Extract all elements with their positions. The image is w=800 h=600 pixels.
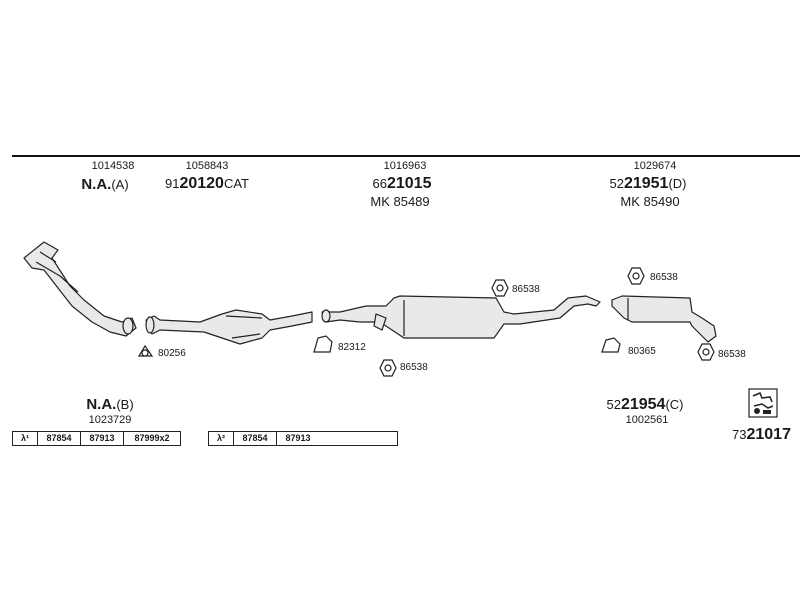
h3-part: 6621015 <box>373 175 432 193</box>
h4-part: 5221951(D) <box>609 175 686 193</box>
b2-ref: 1002561 <box>625 414 669 426</box>
label-80256: 80256 <box>158 348 186 359</box>
code-prefix: 73 <box>732 427 747 442</box>
h3-prefix: 66 <box>372 176 387 191</box>
b1-main: N.A. <box>86 396 117 413</box>
ref-table-1-cell: 87913 <box>81 432 124 445</box>
clamp-82312-icon <box>313 335 333 353</box>
b2-suffix: (C) <box>665 397 684 412</box>
label-80365: 80365 <box>628 346 656 357</box>
label-86538c: 86538 <box>650 272 678 283</box>
top-divider <box>12 155 800 157</box>
h4-ref: 1029674 <box>633 160 677 172</box>
h2-suffix: CAT <box>223 176 250 191</box>
h1-main: N.A. <box>81 176 112 193</box>
label-86538a: 86538 <box>512 284 540 295</box>
h3-ref: 1016963 <box>383 160 427 172</box>
mounting-parts <box>137 267 715 377</box>
h4-suffix: (D) <box>668 176 687 191</box>
clamp-80365-icon <box>601 337 621 353</box>
h4-main: 21951 <box>623 175 669 192</box>
catalytic-converter <box>145 309 313 345</box>
b1-suffix: (B) <box>116 397 134 412</box>
h2-ref: 1058843 <box>185 160 229 172</box>
label-86538b: 86538 <box>400 362 428 373</box>
b1-ref: 1023729 <box>88 414 132 426</box>
h4-prefix: 52 <box>609 176 624 191</box>
h1-suffix: (A) <box>111 177 129 192</box>
label-82312: 82312 <box>338 342 366 353</box>
gasket-80256-hole <box>141 349 149 357</box>
h1-ref: 1014538 <box>91 160 135 172</box>
ref-table-2-lambda: λ² <box>209 432 234 445</box>
rubber-mount-86538d-icon <box>697 343 715 361</box>
ref-table-2-cell: 87854 <box>234 432 277 445</box>
b2-prefix: 52 <box>606 397 621 412</box>
h2-part: 9120120CAT <box>165 175 249 193</box>
exhaust-system-logo-icon <box>748 388 778 418</box>
rear-silencer <box>611 295 717 343</box>
label-86538d: 86538 <box>718 349 746 360</box>
h4-sub: MK 85490 <box>620 194 680 209</box>
ref-table-1: λ¹ 87854 87913 87999x2 <box>12 431 181 446</box>
h3-main: 21015 <box>386 175 432 192</box>
h2-prefix: 91 <box>164 176 180 191</box>
catalog-code: 7321017 <box>732 426 791 444</box>
ref-table-1-lambda: λ¹ <box>13 432 38 445</box>
front-pipe-manifold <box>23 241 137 337</box>
ref-table-1-cell: 87999x2 <box>134 433 170 443</box>
b1-part: N.A.(B) <box>86 396 133 414</box>
rubber-mount-86538a-icon <box>491 279 509 297</box>
h2-main: 20120 <box>179 175 224 192</box>
code-main: 21017 <box>746 426 791 443</box>
h3-sub: MK 85489 <box>370 194 430 209</box>
b2-main: 21954 <box>620 396 666 413</box>
b2-part: 5221954(C) <box>606 396 683 414</box>
ref-table-1-cell: 87854 <box>38 432 81 445</box>
ref-table-2: λ² 87854 87913 <box>208 431 398 446</box>
ref-table-2-cell: 87913 <box>285 433 311 443</box>
rubber-mount-86538c-icon <box>627 267 645 285</box>
h1-part: N.A.(A) <box>81 176 128 194</box>
rubber-mount-86538b-icon <box>379 359 397 377</box>
middle-silencer <box>321 295 601 339</box>
